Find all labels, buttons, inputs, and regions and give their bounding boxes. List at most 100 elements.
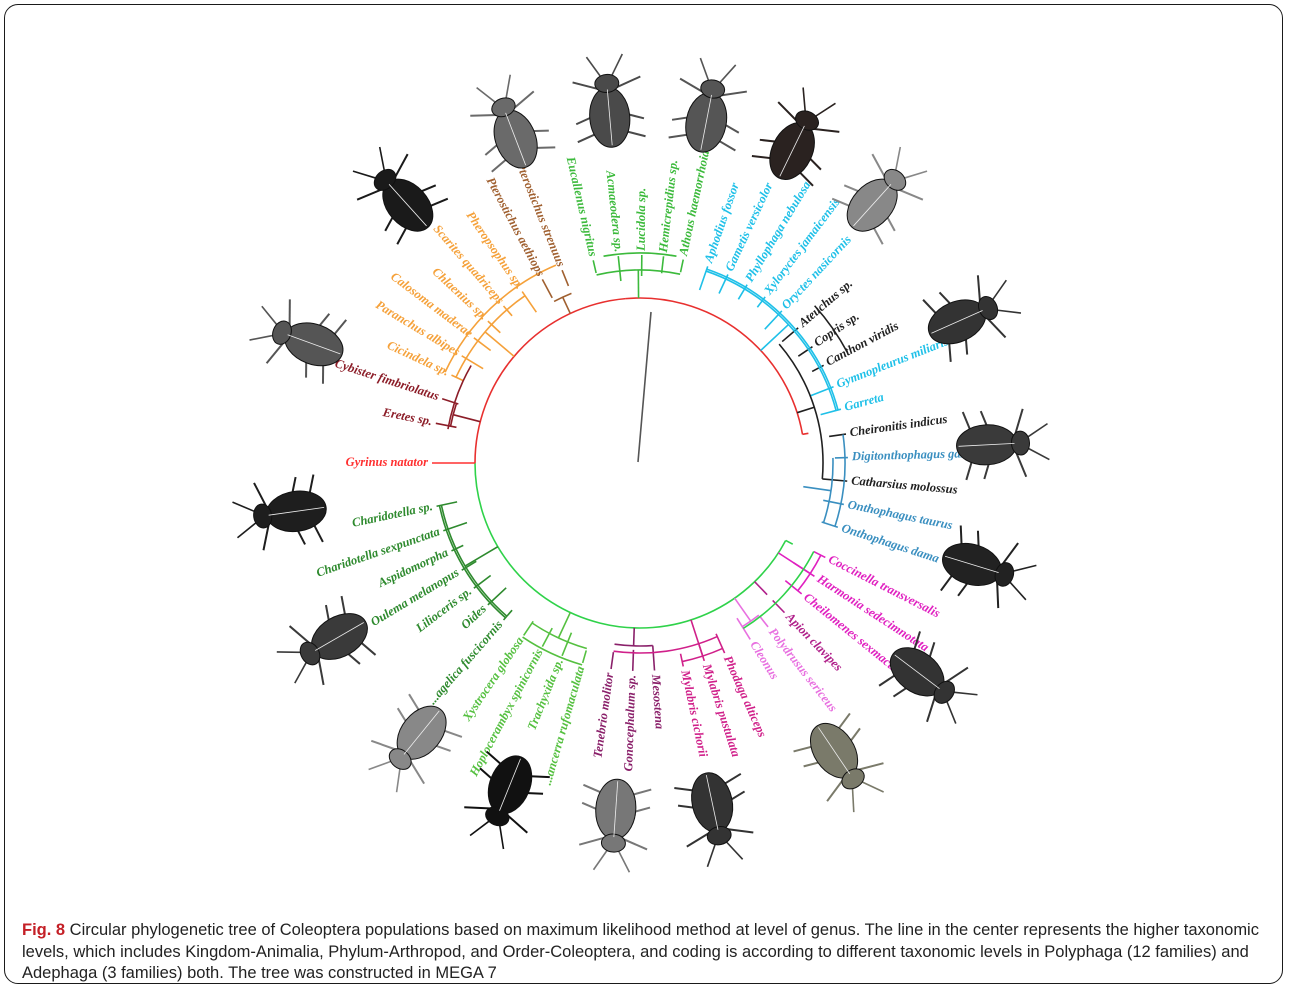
weevil-illustration <box>789 707 897 821</box>
beetle-antenna <box>998 302 1021 321</box>
leaf-branch <box>474 338 491 351</box>
beetle-antenna <box>369 754 391 777</box>
clade-stem <box>691 620 703 656</box>
clade-stem <box>634 628 635 646</box>
beetle-antenna <box>610 54 624 75</box>
beetle-antenna <box>816 98 836 121</box>
beetle-antenna <box>250 329 273 347</box>
leaf-branch <box>562 633 571 656</box>
beetle-antenna <box>232 499 253 514</box>
clade-stem <box>558 613 570 638</box>
beetle-antenna <box>720 63 736 85</box>
leaf-branch <box>760 617 768 627</box>
leaf-branch <box>436 423 457 427</box>
darkling-beetle-illustration <box>578 777 652 874</box>
diving-beetle-illustration <box>244 291 354 386</box>
leaf-branch <box>618 256 621 281</box>
beetle-antenna <box>887 147 909 170</box>
beetle-antenna <box>470 817 489 840</box>
taxon-label: Onthophagus dama <box>840 521 941 566</box>
taxon-label: Mesostena <box>649 673 667 730</box>
beetle-antenna <box>843 789 864 812</box>
diving-beetle-black-illustration <box>230 473 331 553</box>
dung-beetle-dark-illustration <box>955 408 1050 481</box>
taxon-label: Tenebrio molitor <box>590 672 616 759</box>
taxon-label: ...agelica fuscicornis <box>425 618 505 707</box>
taxon-label: Gyrinus natator <box>346 455 428 469</box>
leaf-branch <box>522 292 536 313</box>
taxon-label: Gonocephalum sp. <box>621 675 638 772</box>
flower-chafer-illustration <box>748 80 849 192</box>
beetle-antenna <box>586 56 600 77</box>
longhorn-black-illustration <box>455 744 553 855</box>
beetle-antenna <box>258 306 281 324</box>
clade-stem <box>778 553 810 574</box>
beetle-antenna <box>277 642 300 662</box>
beetle-antenna <box>863 775 884 798</box>
adephaga-arc <box>475 299 626 463</box>
taxon-label: Garreta <box>843 390 886 414</box>
beetle-antenna <box>1029 448 1050 461</box>
leaf-branch <box>653 646 655 671</box>
root-line <box>638 312 651 462</box>
tree-branches <box>432 253 848 671</box>
beetle-antenna <box>492 826 511 849</box>
taxon-label: Charidotella sexpunctata <box>314 524 441 579</box>
leaf-branch <box>822 479 847 481</box>
beetle-antenna <box>794 88 814 111</box>
beetle-antenna <box>697 58 713 80</box>
beetle-antenna <box>477 83 495 106</box>
leaf-branch <box>562 270 568 286</box>
beetle-antenna <box>617 851 630 872</box>
adephaga-arc-right <box>626 298 803 434</box>
beetle-antenna <box>940 702 963 724</box>
leaf-branch <box>583 650 587 662</box>
beetle-antenna <box>988 280 1011 299</box>
leaf-branch <box>437 502 458 506</box>
figure-caption: Fig. 8 Circular phylogenetic tree of Col… <box>22 920 1272 985</box>
beetle-antenna <box>371 147 393 170</box>
beetle-antenna <box>954 683 977 705</box>
leaf-branch <box>681 654 684 667</box>
clade-stem <box>453 415 480 422</box>
beetle-antenna <box>594 850 607 871</box>
leaf-branch <box>773 600 785 612</box>
beetle-antenna <box>703 845 719 867</box>
taxon-label: Hemicrepidius sp. <box>656 159 681 254</box>
clade-stem <box>485 332 514 357</box>
leaf-branch <box>542 279 552 298</box>
beetle-antenna <box>1014 560 1037 577</box>
horned-dung-beetle-illustration <box>933 523 1041 615</box>
beetle-antenna <box>353 163 375 186</box>
clade-stem <box>803 487 831 491</box>
clade-arc <box>743 552 813 629</box>
figure-label: Fig. 8 <box>22 921 65 939</box>
taxon-label: Catharsius molossus <box>851 473 959 496</box>
leaf-branch <box>462 356 483 369</box>
clade-stem <box>465 547 498 566</box>
beetle-antenna <box>387 769 409 792</box>
leaf-branch <box>593 260 596 273</box>
clade-stem <box>735 598 751 621</box>
chafer-beetle-illustration <box>667 55 751 158</box>
leaf-branch <box>681 260 684 273</box>
caption-text: Circular phylogenetic tree of Coleoptera… <box>22 921 1259 982</box>
clade-stem <box>755 582 768 595</box>
longhorn-outline-illustration <box>356 688 467 802</box>
jewel-beetle-illustration <box>570 53 646 151</box>
clade-stem <box>797 407 814 412</box>
beetle-antenna <box>1028 424 1049 437</box>
taxon-label: Eretes sp. <box>381 405 434 428</box>
leaf-branch <box>611 652 613 669</box>
branch-line <box>786 540 793 544</box>
taxon-label: Lucidola sp. <box>634 188 649 252</box>
blister-beetle-illustration <box>673 766 759 870</box>
taxon-label: Charidotella sp. <box>351 499 434 530</box>
beetle-antenna <box>289 663 312 683</box>
leaf-branch <box>821 409 841 414</box>
clade-stem <box>563 297 571 313</box>
taxon-label: Oides <box>458 602 489 632</box>
branch-line <box>802 433 808 434</box>
taxon-label: Cheironitis indicus <box>849 412 948 440</box>
